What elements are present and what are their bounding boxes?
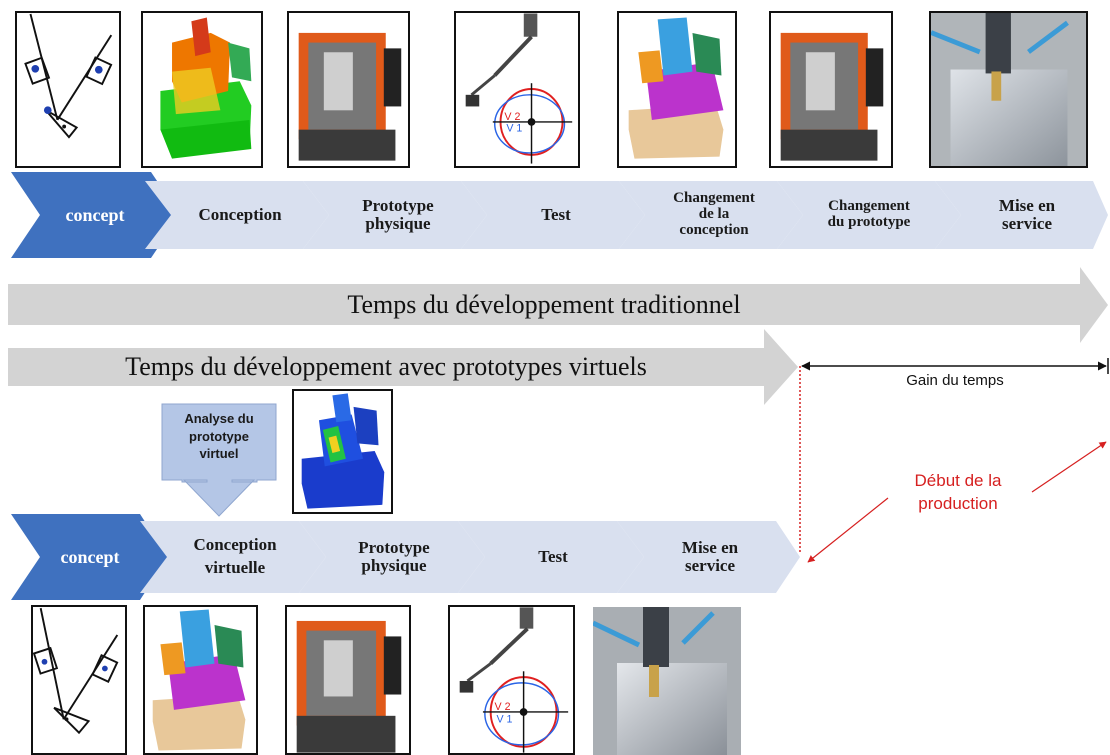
- production-arrow-left: [807, 497, 889, 563]
- v2-label-bottom: V 2: [495, 701, 511, 713]
- thumb-bottom-milling-photo: [593, 607, 741, 755]
- top-step-label-1: concept: [65, 204, 125, 225]
- thumb-bottom-cad-virtual: [143, 605, 258, 755]
- bottom-step-label-4: Test: [538, 547, 568, 567]
- gain-label: Gain du temps: [906, 372, 1004, 389]
- thumb-top-cad-modified: [617, 11, 737, 168]
- bottom-step-label-5: Mise en service: [681, 538, 739, 575]
- thumb-top-milling-photo: [929, 11, 1088, 168]
- thumb-top-cad-conception: [141, 11, 263, 168]
- thumb-bottom-test-plot: V 2 V 1: [448, 605, 575, 755]
- traditional-timeline-label: Temps du développement traditionnel: [347, 290, 741, 319]
- bottom-step-label-3: Prototype physique: [358, 538, 430, 575]
- thumb-bottom-machine: [285, 605, 411, 755]
- top-step-label-4: Test: [541, 205, 571, 225]
- production-arrow-right: [1031, 441, 1107, 493]
- top-step-label-6: Changement du prototype: [827, 198, 911, 230]
- thumb-top-machine: [287, 11, 410, 168]
- v1-label: V 1: [506, 123, 522, 135]
- thumb-fea-analysis: [292, 389, 393, 514]
- thumb-top-kinematic-sketch: [15, 11, 121, 168]
- thumb-bottom-kinematic-sketch: [31, 605, 127, 755]
- top-step-label-3: Prototype physique: [362, 196, 434, 233]
- v1-label-bottom: V 1: [496, 714, 512, 726]
- analysis-callout-label: Analyse du prototype virtuel: [184, 411, 254, 462]
- virtual-timeline-label: Temps du développement avec prototypes v…: [125, 352, 647, 381]
- bottom-step-label-2: Conception virtuelle: [193, 535, 277, 577]
- top-step-label-7: Mise en service: [998, 196, 1056, 233]
- v2-label: V 2: [504, 111, 520, 123]
- top-step-label-5: Changement de la conception: [673, 190, 755, 238]
- thumb-top-test-plot: V 2 V 1: [454, 11, 580, 168]
- production-start-label: Début de la production: [914, 471, 1002, 513]
- top-step-label-2: Conception: [198, 205, 282, 225]
- bottom-step-label-1: concept: [60, 546, 120, 567]
- thumb-top-machine-2: [769, 11, 893, 168]
